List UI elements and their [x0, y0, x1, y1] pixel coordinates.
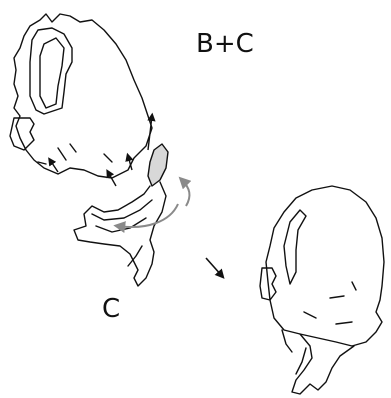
diagram-title: B+C: [196, 29, 254, 59]
insertion-arrows-black: [50, 116, 152, 186]
part-c-bracket: [74, 144, 168, 286]
gray-arrow-up: [182, 180, 189, 206]
gray-arrow-left: [118, 204, 178, 227]
step-arrow: [206, 258, 222, 276]
part-label-c: C: [102, 294, 120, 324]
arrow-1: [50, 160, 58, 172]
arrow-2: [108, 172, 116, 186]
assembled-b-c: [260, 186, 384, 394]
housing-b-left: [10, 14, 152, 178]
